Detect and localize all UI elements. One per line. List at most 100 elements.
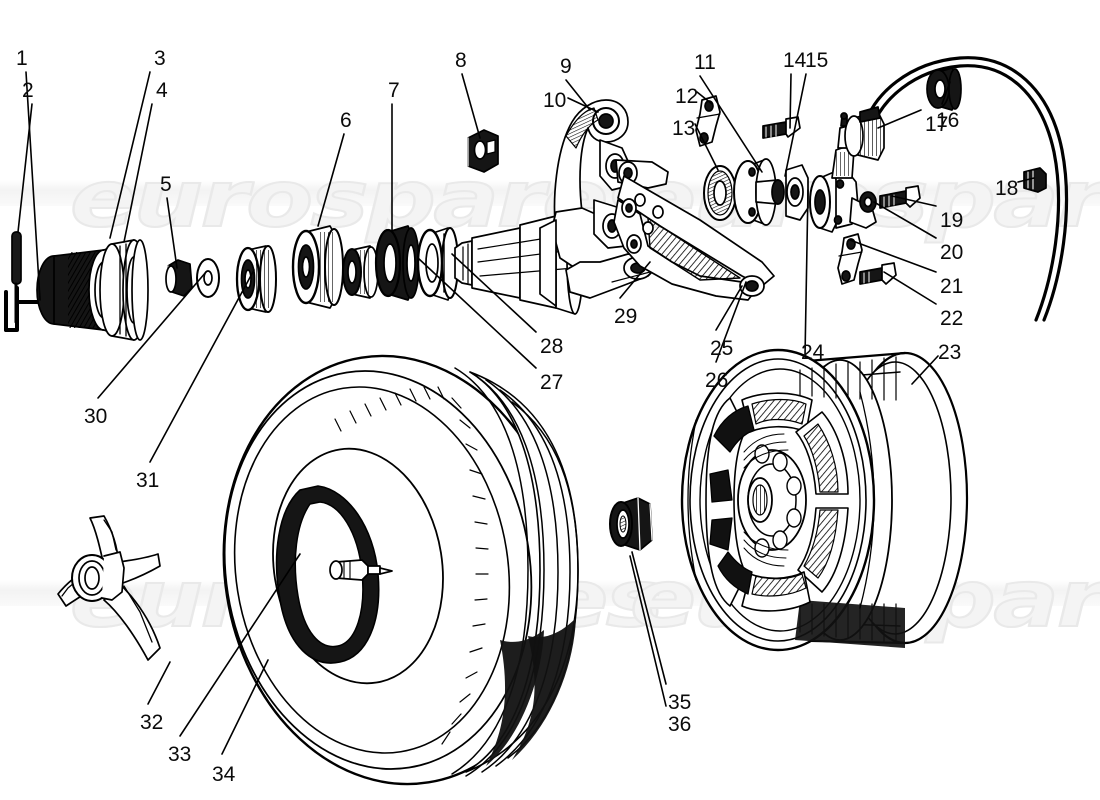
part-inner-tube-34 [275,485,393,664]
callout-number-26: 26 [705,369,729,392]
leader-line-9 [565,79,591,111]
leader-line-24 [804,189,809,357]
leader-line-22 [883,271,937,305]
leader-line-5 [166,197,178,269]
leader-line-12 [696,91,713,105]
part-ball-joint-24 [809,112,877,233]
leader-line-31 [149,269,255,463]
callout-number-1: 1 [16,47,28,70]
callout-number-23: 23 [938,341,962,364]
leader-line-29 [619,261,651,299]
tyre-sipes [334,386,489,745]
part-brake-hose [860,56,1069,322]
part-bolt-22 [859,262,897,285]
callout-number-24: 24 [801,341,825,364]
callout-number-17: 17 [925,113,949,136]
callout-number-30: 30 [84,405,108,428]
callout-number-27: 27 [540,371,564,394]
callout-number-34: 34 [212,763,236,786]
callout-number-36: 36 [668,713,692,736]
callout-number-33: 33 [168,743,192,766]
callout-number-10: 10 [543,89,567,112]
leader-line-26 [715,281,747,363]
callout-number-7: 7 [388,79,400,102]
part-clamp-block-8 [467,129,499,173]
callout-number-2: 2 [22,79,34,102]
part-hub-cone-3-4 [99,239,149,341]
part-oil-seal-28 [374,225,420,301]
callout-number-13: 13 [672,117,696,140]
callout-number-31: 31 [136,469,160,492]
part-link-plate-21 [837,233,863,285]
part-outer-bearing-6 [235,245,277,313]
callout-number-12: 12 [675,85,699,108]
leader-line-15 [784,73,807,177]
leader-line-30 [97,271,207,399]
part-link-plate-12-13 [695,95,721,147]
callout-number-29: 29 [614,305,638,328]
leader-line-11 [699,75,763,173]
part-spacer-27 [342,245,379,299]
part-inner-bearing-7 [291,225,344,309]
leader-line-2 [17,103,33,233]
leader-line-28 [451,253,537,333]
leader-line-17 [877,109,922,129]
part-control-arm-25-26 [613,159,775,301]
leader-line-27 [417,257,537,369]
callout-number-5: 5 [160,173,172,196]
callout-number-22: 22 [940,307,964,330]
leader-line-16 [941,81,951,105]
callout-number-35: 35 [668,691,692,714]
callout-number-16: 16 [936,109,960,132]
part-clip-18 [1023,167,1047,193]
leader-line-21 [849,239,937,273]
leader-line-36 [629,555,667,707]
part-castle-nut-5 [165,259,193,297]
callout-number-21: 21 [940,275,964,298]
part-gasket-15 [785,164,809,221]
callout-number-3: 3 [154,47,166,70]
part-hose-fitting-17 [844,106,885,161]
callout-number-28: 28 [540,335,564,358]
leader-line-8 [461,73,481,139]
part-washer-20 [859,191,877,213]
leader-line-6 [317,133,345,227]
leader-line-33 [179,553,301,737]
part-retaining-ring [416,227,459,301]
part-flanged-boss-11 [733,158,785,226]
leader-line-18 [1017,177,1035,183]
part-wheel-rim-23 [680,348,969,652]
leader-line-32 [147,661,171,705]
leader-line-13 [694,123,719,171]
part-washer-31 [196,258,220,298]
callout-number-19: 19 [940,209,964,232]
leader-line-10 [567,97,599,113]
part-serrated-washer-13 [703,165,737,221]
leader-line-19 [891,195,937,207]
callout-number-15: 15 [805,49,829,72]
callout-number-14: 14 [783,49,807,72]
leader-line-3 [109,71,151,239]
leader-line-23 [911,355,939,385]
callout-number-9: 9 [560,55,572,78]
leader-line-34 [221,659,269,755]
leader-line-4 [123,103,153,243]
leader-line-35 [631,551,667,685]
leader-line-20 [873,201,937,239]
part-tyre-33 [222,354,579,786]
leader-line-14 [789,73,792,129]
tyre-tread-shade [486,618,576,766]
part-bush-16 [926,67,962,111]
callout-number-11: 11 [694,51,716,74]
callout-number-20: 20 [940,241,964,264]
part-hub-nut-35-36 [609,497,653,551]
callout-number-25: 25 [710,337,734,360]
leader-line-1 [25,71,41,301]
callout-number-4: 4 [156,79,168,102]
callout-number-18: 18 [995,177,1019,200]
callout-number-8: 8 [455,49,467,72]
leader-line-25 [715,285,743,331]
part-spinner-32 [57,515,161,661]
callout-number-32: 32 [140,711,164,734]
